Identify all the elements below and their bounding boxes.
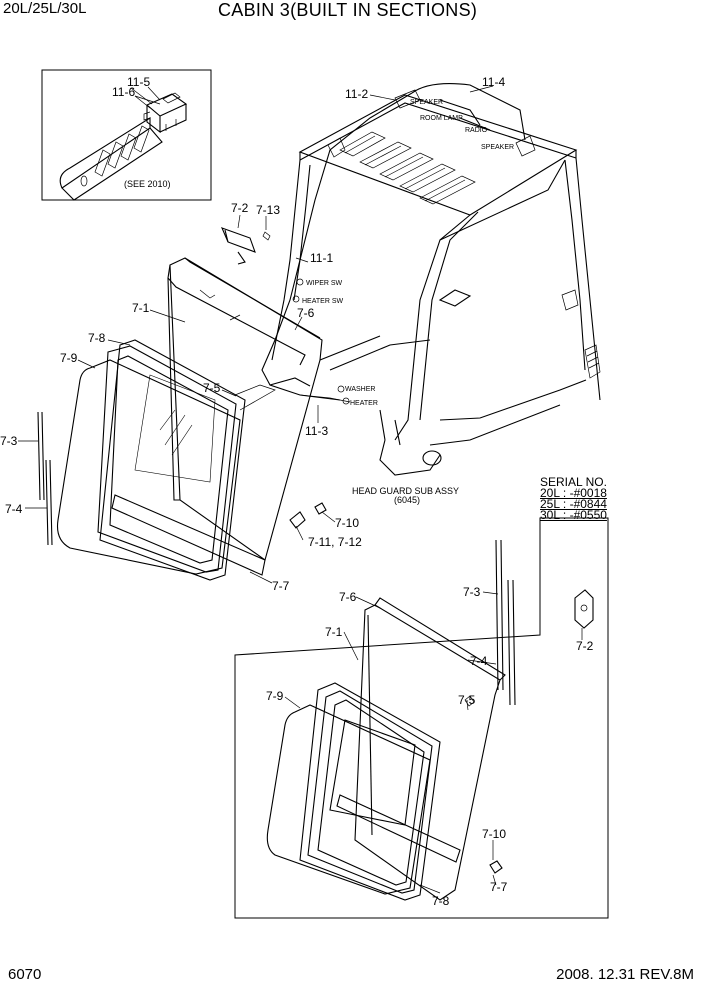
label-7-1-top: 7-1 [132,301,150,315]
label-heater: HEATER [350,400,378,407]
label-7-11-7-12: 7-11, 7-12 [308,535,362,549]
label-7-8-bottom: 7-8 [432,894,450,908]
label-7-7-bottom: 7-7 [490,880,508,894]
label-7-6-top: 7-6 [297,306,315,320]
page-number: 6070 [8,966,42,983]
label-11-6: 11-6 [112,85,135,99]
label-7-7-top: 7-7 [272,579,290,593]
serial-row-30l: 30L : -#0550 [540,508,607,522]
label-room-lamp: ROOM LAMP [420,115,463,122]
label-11-2: 11-2 [345,87,368,101]
label-7-10-bottom: 7-10 [482,827,506,841]
label-7-5-bottom: 7-5 [458,693,476,707]
label-speaker-1: SPEAKER [410,99,443,106]
part-labels: 11-5 11-6 (SEE 2010) 11-2 11-4 SPEAKER R… [0,75,594,908]
wiring-harness [261,83,526,405]
leader-lines [18,85,583,894]
serial-row-25l: 25L : -#0844 [540,497,607,511]
label-7-1-bottom: 7-1 [325,625,343,639]
head-guard-frame [271,89,601,476]
label-11-1: 11-1 [310,251,333,265]
serial-heading: SERIAL NO. [540,475,607,489]
model-label: 20L/25L/30L [3,0,87,17]
label-see-2010: (SEE 2010) [124,179,171,189]
detail-box-bottom [234,517,609,919]
label-speaker-2: SPEAKER [481,144,514,151]
label-7-2-top: 7-2 [231,201,249,215]
label-7-5-top: 7-5 [203,381,221,395]
label-7-9-bottom: 7-9 [266,689,284,703]
label-radio: RADIO [465,127,488,134]
label-7-9-top: 7-9 [60,351,78,365]
label-7-4-left: 7-4 [5,502,23,516]
label-7-2-bottom: 7-2 [576,639,594,653]
label-7-3-bottom: 7-3 [463,585,481,599]
label-7-6-bottom: 7-6 [339,590,357,604]
label-7-13: 7-13 [256,203,280,217]
label-7-8-top: 7-8 [88,331,106,345]
label-wiper-sw: WIPER SW [306,280,343,287]
label-7-10-top: 7-10 [335,516,359,530]
label-heater-sw: HEATER SW [302,298,343,305]
door-assembly-top [37,227,327,581]
revision-date: 2008. 12.31 REV.8M [556,966,694,983]
serial-number-block: SERIAL NO. 20L : -#0018 25L : -#0844 30L… [540,475,607,522]
label-washer: WASHER [345,386,375,393]
label-11-3: 11-3 [305,424,328,438]
label-head-guard: HEAD GUARD SUB ASSY [352,486,459,496]
label-7-4-bottom: 7-4 [470,654,488,668]
label-11-5: 11-5 [127,75,150,89]
switch-inset [41,69,212,201]
label-11-4: 11-4 [482,75,505,89]
label-7-3-left: 7-3 [0,434,18,448]
serial-row-20l: 20L : -#0018 [540,486,607,500]
label-head-guard-ref: (6045) [394,495,420,505]
page-title: CABIN 3(BUILT IN SECTIONS) [218,0,478,20]
